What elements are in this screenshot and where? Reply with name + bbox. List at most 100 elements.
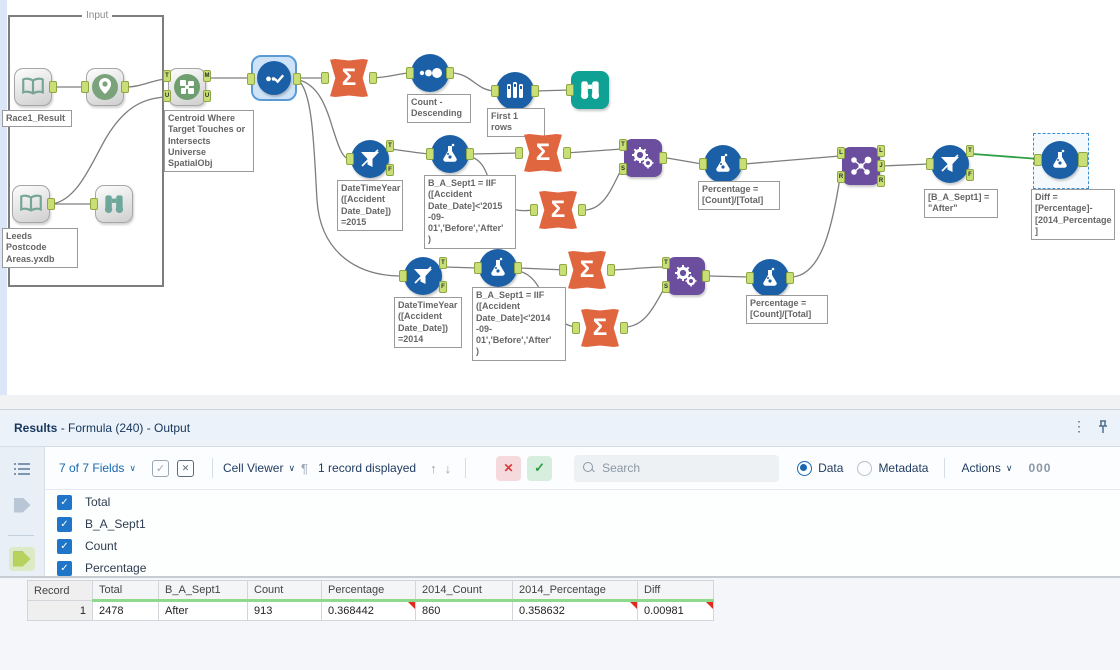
tool-browse-top[interactable] [566,71,609,109]
tool-input-leeds[interactable] [12,185,55,223]
tool-sort[interactable] [406,54,454,92]
chevron-down-icon [1006,463,1013,474]
tool-annotation[interactable]: Race1_Result [2,110,72,128]
field-row[interactable]: Total [57,492,1120,512]
tool-annotation[interactable]: Diff = [Percentage]- [2014_Percentage ] [1031,189,1115,240]
tool-formula-pct-2014[interactable] [746,259,794,297]
tool-annotation[interactable]: DateTimeYear ([Accident Date_Date]) =201… [337,180,403,231]
chevron-down-icon [129,463,136,474]
tool-formula-diff[interactable] [1034,141,1088,179]
field-row[interactable]: Percentage [57,558,1120,578]
search-box[interactable] [574,454,780,482]
cell-2014-percentage: 0.358632 [512,600,638,621]
col-header[interactable]: Total [92,580,159,602]
tool-annotation[interactable]: [B_A_Sept1] = "After" [924,189,998,218]
data-radio[interactable]: Data [797,460,843,476]
workflow-canvas[interactable]: Input Race1_Result Leeds Postcode Areas.… [0,0,1120,412]
checkbox-checked-icon[interactable] [57,560,72,576]
tool-input-race1[interactable] [14,68,57,106]
tool-select-selected[interactable] [247,55,301,101]
pin-icon[interactable] [1096,419,1110,438]
join-icon [851,156,872,175]
output-anchor-icon[interactable] [9,547,35,571]
actions-dropdown[interactable]: Actions [961,461,1012,475]
binoculars-icon [104,195,124,214]
tool-summarize-2014-total[interactable] [559,251,615,289]
flask-icon [1053,149,1067,168]
tool-join[interactable]: L R L J R [837,145,885,187]
toolbar-divider [465,458,467,478]
fields-dropdown[interactable]: 7 of 7 Fields [59,461,136,475]
kebab-menu-icon[interactable] [1072,418,1086,435]
book-icon [22,77,44,95]
col-header[interactable]: Diff [637,580,714,602]
tool-annotation[interactable]: Centroid Where Target Touches or Interse… [164,110,254,173]
sidebar-divider [8,535,34,536]
field-row[interactable]: Count [57,536,1120,556]
arrow-up-icon[interactable] [430,461,437,476]
canvas-hscrollbar-track[interactable] [0,395,1120,409]
tool-annotation[interactable]: Leeds Postcode Areas.yxdb [2,228,78,268]
col-header[interactable]: 2014_Percentage [512,580,638,602]
cell-viewer-dropdown[interactable]: Cell Viewer [223,461,295,475]
tool-annotation[interactable]: Count - Descending [407,94,471,123]
tool-annotation[interactable]: B_A_Sept1 = IIF ([Accident Date_Date]<'2… [424,175,516,249]
tool-formula-2015[interactable] [426,135,474,173]
col-header[interactable]: Record [27,580,93,601]
results-table[interactable]: Record Total B_A_Sept1 Count Percentage … [27,580,714,621]
search-input[interactable] [602,461,763,475]
chevron-down-icon [288,463,295,474]
results-grid-area: Record Total B_A_Sept1 Count Percentage … [0,576,1120,670]
results-list-icon[interactable] [9,457,35,481]
tool-annotation[interactable]: Percentage = [Count]/[Total] [698,181,780,210]
tool-formula-pct-2015[interactable] [699,145,747,183]
tool-browse-leeds[interactable] [90,185,133,223]
checkbox-checked-icon[interactable] [57,494,72,510]
checkbox-checked-icon[interactable] [57,516,72,532]
cell-b-a-sept1: After [158,600,248,621]
clear-filter-button[interactable] [496,455,522,481]
tool-append-fields-2015[interactable]: T S [619,139,667,177]
tool-summarize-top[interactable] [321,59,377,97]
tool-annotation[interactable]: DateTimeYear ([Accident Date_Date]) =201… [394,297,462,348]
arrow-down-icon[interactable] [445,461,452,476]
results-toolbar: 7 of 7 Fields Cell Viewer 1 record displ… [45,447,1120,489]
tool-annotation[interactable]: Percentage = [Count]/[Total] [746,295,828,324]
col-header[interactable]: Percentage [321,580,416,602]
field-row[interactable]: B_A_Sept1 [57,514,1120,534]
field-label: B_A_Sept1 [85,517,146,531]
tool-summarize-2015-count[interactable] [530,191,586,229]
flask-icon [716,153,730,172]
tool-summarize-2015-total[interactable] [515,134,571,172]
select-all-checkbox-icon[interactable] [151,459,169,477]
pilcrow-icon[interactable] [301,461,308,476]
tool-sample[interactable] [491,72,539,110]
binoculars-icon [580,81,600,100]
tool-summarize-2014-count[interactable] [572,309,628,347]
tool-annotation[interactable]: First 1 rows [487,108,545,137]
results-subtitle: - Formula (240) - Output [57,421,191,435]
col-header[interactable]: B_A_Sept1 [158,580,248,602]
table-row[interactable]: 1 2478 After 913 0.368442 860 0.358632 0… [27,600,714,621]
number-format-toggle[interactable]: 000 [1028,461,1052,475]
gears-icon [675,265,697,287]
apply-filter-button[interactable] [527,455,553,481]
tool-filter-2014[interactable]: T F [399,257,447,295]
tool-spatial-match[interactable]: T U M U [163,68,211,106]
cell-diff: 0.00981 [637,600,714,621]
tool-filter-2015[interactable]: T F [346,140,394,178]
input-container[interactable]: Input [8,10,164,287]
tool-filter-after[interactable]: T F [926,145,974,183]
tool-append-fields-2014[interactable]: T S [662,257,710,295]
col-header[interactable]: Count [247,580,322,602]
checkbox-checked-icon[interactable] [57,538,72,554]
tool-formula-2014[interactable] [474,249,522,287]
deselect-all-icon[interactable] [176,459,194,477]
metadata-radio[interactable]: Metadata [857,460,928,476]
tool-annotation[interactable]: B_A_Sept1 = IIF ([Accident Date_Date]<'2… [472,287,566,361]
tool-create-points[interactable] [81,68,129,106]
field-label: Percentage [85,561,147,575]
input-anchor-icon[interactable] [9,493,35,517]
col-header[interactable]: 2014_Count [415,580,513,602]
